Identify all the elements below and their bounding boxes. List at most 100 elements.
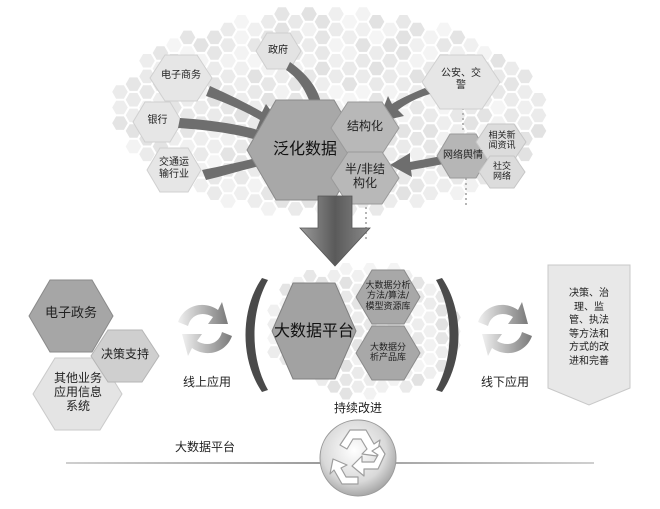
- background-hex: [220, 147, 236, 162]
- background-hex: [411, 373, 425, 386]
- background-hex: [328, 38, 344, 52]
- background-hex: [423, 311, 437, 324]
- hex-products: [355, 325, 421, 381]
- background-hex: [463, 178, 479, 193]
- background-hex: [355, 38, 371, 52]
- hex-bank: [132, 101, 183, 143]
- background-hex: [247, 69, 263, 84]
- background-hex: [422, 46, 439, 60]
- background-hex: [260, 15, 277, 29]
- background-hex: [395, 46, 412, 60]
- background-hex: [339, 387, 353, 400]
- background-hex: [422, 170, 439, 185]
- background-hex: [139, 147, 155, 162]
- label-e-gov: 电子政务: [44, 306, 97, 321]
- background-hex: [247, 54, 263, 68]
- background-hex: [409, 132, 425, 146]
- background-hex: [411, 304, 425, 317]
- background-hex: [409, 54, 425, 68]
- background-hex: [341, 61, 358, 76]
- background-hex: [382, 54, 398, 68]
- label-ecommerce: 电子商务: [161, 70, 201, 81]
- background-hex: [422, 124, 439, 138]
- background-hex: [233, 186, 250, 200]
- background-hex: [449, 108, 466, 123]
- background-hex: [382, 38, 398, 52]
- background-hex: [274, 69, 290, 84]
- background-hex: [517, 147, 533, 162]
- background-hex: [247, 85, 263, 99]
- hex-methods: [355, 269, 421, 325]
- background-hex: [287, 15, 304, 29]
- background-hex: [260, 77, 277, 91]
- background-hex: [409, 69, 425, 84]
- label-social: 社交 网络: [492, 162, 511, 183]
- background-hex: [351, 311, 365, 324]
- background-hex: [503, 77, 520, 91]
- background-hex: [530, 124, 547, 138]
- label-methods: 大数据分析 方法/算法/ 模型资源库: [365, 281, 411, 312]
- background-hex: [314, 61, 331, 76]
- background-hex: [476, 108, 493, 123]
- background-hex: [435, 346, 449, 358]
- label-transport: 交通运 输行业: [159, 157, 189, 180]
- background-hex: [233, 15, 250, 29]
- background-hex: [503, 108, 520, 123]
- background-hex: [409, 38, 425, 52]
- down-arrow: [299, 195, 371, 267]
- background-hex: [341, 46, 358, 60]
- background-hex: [503, 61, 520, 76]
- background-hex: [423, 353, 437, 365]
- hex-social: [478, 155, 526, 189]
- background-hex: [368, 15, 385, 29]
- background-hex: [395, 61, 412, 76]
- background-hex: [193, 38, 209, 52]
- background-hex: [395, 186, 412, 200]
- background-hex: [314, 30, 331, 45]
- background-hex: [206, 108, 223, 123]
- background-hex: [267, 346, 281, 358]
- label-offline: 线下应用: [480, 375, 529, 389]
- label-online: 线上应用: [182, 375, 231, 389]
- background-hex: [423, 367, 437, 379]
- background-hex: [327, 380, 341, 393]
- background-hex: [260, 202, 277, 216]
- background-hex: [423, 339, 437, 351]
- background-hex: [193, 132, 209, 146]
- arrow-from-ecommerce: [206, 86, 282, 130]
- background-hex: [339, 360, 353, 372]
- background-hex: [206, 139, 223, 154]
- cycle-arrows-left: [178, 302, 232, 356]
- label-public-opinion: 网络舆情: [443, 150, 483, 161]
- background-hex: [341, 77, 358, 91]
- background-hex: [355, 7, 371, 21]
- background-hex: [395, 15, 412, 29]
- background-hex: [435, 332, 449, 345]
- background-hex: [409, 22, 425, 37]
- background-hex: [409, 147, 425, 162]
- background-hex: [351, 367, 365, 379]
- background-hex: [368, 77, 385, 91]
- label-police: 公安、交 警: [441, 68, 481, 91]
- background-hex: [409, 194, 425, 208]
- background-hex: [193, 147, 209, 162]
- label-products: 大数据分 析产品库: [369, 343, 406, 364]
- background-hex: [422, 139, 439, 154]
- background-hex: [206, 61, 223, 76]
- background-hex: [449, 186, 466, 200]
- label-semi-structured: 半/非结 构化: [344, 162, 386, 190]
- background-hex: [395, 139, 412, 154]
- background-hex: [206, 30, 223, 45]
- background-hex: [220, 22, 236, 37]
- background-hex: [351, 270, 365, 282]
- background-hex: [530, 93, 547, 107]
- background-hex: [368, 202, 385, 216]
- background-hex: [436, 38, 452, 52]
- label-generalized-data: 泛化数据: [272, 139, 337, 158]
- background-hex: [274, 85, 290, 99]
- background-hex: [409, 100, 425, 115]
- label-decision: 决策支持: [100, 347, 149, 361]
- background-hex: [411, 276, 425, 289]
